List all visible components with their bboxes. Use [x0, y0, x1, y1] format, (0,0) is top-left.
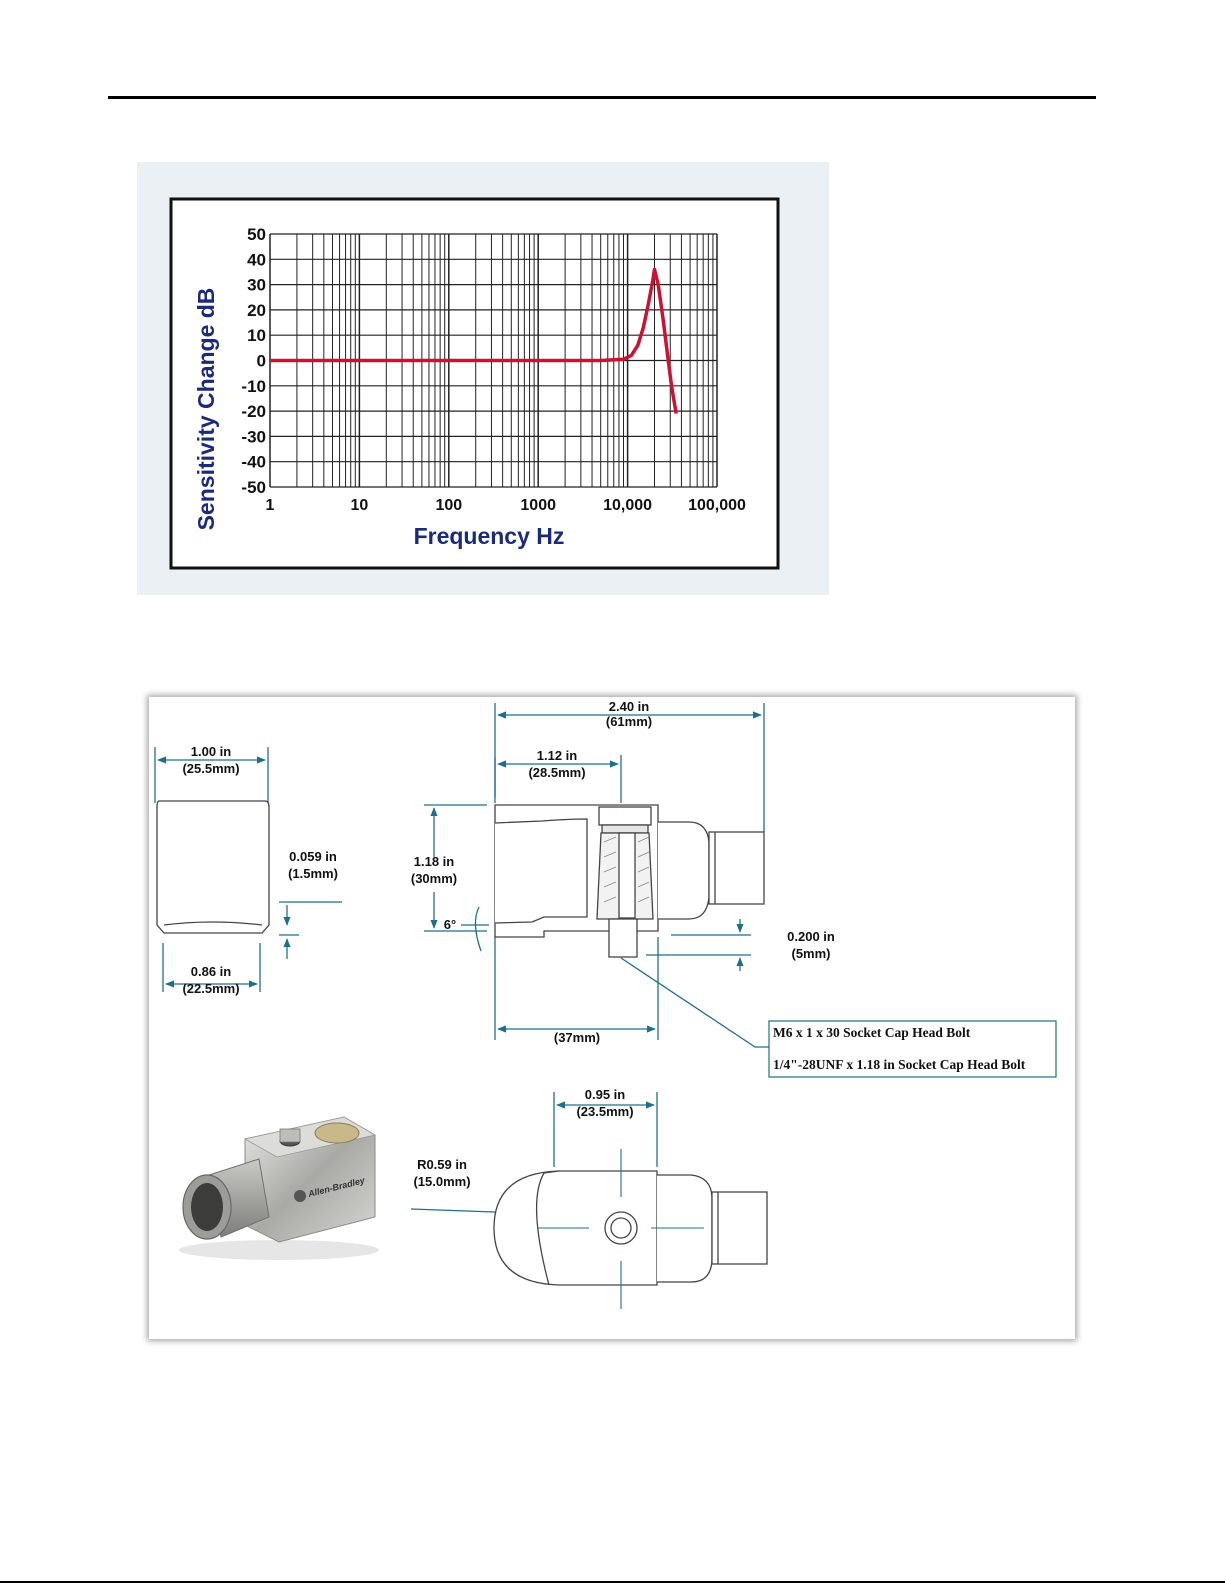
- dim-radius-mm: (15.0mm): [413, 1174, 470, 1189]
- x-tick-label: 1000: [520, 497, 556, 514]
- y-tick-label: -40: [241, 453, 266, 472]
- dim-overall-mm: (61mm): [606, 714, 652, 729]
- y-tick-label: -50: [241, 478, 266, 497]
- footer-rule: [0, 1581, 1225, 1583]
- x-tick-label: 10: [351, 497, 369, 514]
- dim-base-mm: (22.5mm): [182, 981, 239, 996]
- series-line-sensitivity: [270, 267, 678, 414]
- y-tick-label: 30: [247, 276, 266, 295]
- y-tick-label: 40: [247, 250, 266, 269]
- side-view-outline: [494, 804, 765, 958]
- y-tick-label: -10: [241, 377, 266, 396]
- y-tick-label: -20: [241, 402, 266, 421]
- header-rule: [108, 96, 1096, 99]
- dim-angle: 6°: [444, 917, 456, 932]
- dimension-lines: [154, 703, 769, 1221]
- y-axis-title: Sensitivity Change dB: [193, 288, 219, 531]
- y-tick-label: 10: [247, 326, 266, 345]
- dimension-labels: 2.40 in (61mm) 1.00 in (25.5mm) 1.12 in …: [182, 699, 834, 1189]
- bolt-imperial-label: 1/4"-28UNF x 1.18 in Socket Cap Head Bol…: [773, 1057, 1026, 1072]
- dim-center-in: 0.95 in: [585, 1087, 626, 1102]
- dim-width-in: 1.00 in: [191, 744, 232, 759]
- x-tick-label: 100: [435, 497, 462, 514]
- dim-height-in: 1.18 in: [414, 854, 455, 869]
- x-axis-title: Frequency Hz: [414, 523, 565, 549]
- dim-center-mm: (23.5mm): [576, 1104, 633, 1119]
- dim-bolt-in: 0.200 in: [787, 929, 835, 944]
- front-view-outline: [156, 800, 270, 934]
- dim-width-mm: (25.5mm): [182, 761, 239, 776]
- dim-half-mm: (28.5mm): [528, 765, 585, 780]
- x-tick-labels: 1 10 100 1000 10,000 100,000: [266, 497, 746, 514]
- dim-bolt-mm: (5mm): [791, 946, 830, 961]
- y-tick-label: 20: [247, 301, 266, 320]
- x-tick-label: 10,000: [603, 497, 652, 514]
- y-tick-labels: 50 40 30 20 10 0 -10 -20 -30 -40 -50: [241, 225, 266, 497]
- x-tick-label: 100,000: [688, 497, 746, 514]
- x-tick-label: 1: [266, 497, 275, 514]
- y-tick-label: 50: [247, 225, 266, 244]
- dim-radius-in: R0.59 in: [417, 1157, 467, 1172]
- bolt-metric-label: M6 x 1 x 30 Socket Cap Head Bolt: [773, 1025, 971, 1040]
- dim-overall-in: 2.40 in: [609, 699, 650, 714]
- chart-frame: [169, 197, 780, 570]
- y-tick-label: -30: [241, 427, 266, 446]
- side-view-hatch: [603, 836, 650, 903]
- dim-body-mm: (37mm): [554, 1030, 600, 1045]
- dim-base-in: 0.86 in: [191, 964, 232, 979]
- dim-height-mm: (30mm): [411, 871, 457, 886]
- dim-lip-in: 0.059 in: [289, 849, 337, 864]
- top-view-outline: [493, 1170, 768, 1286]
- dim-lip-mm: (1.5mm): [288, 866, 338, 881]
- y-tick-label: 0: [257, 352, 266, 371]
- dimension-drawing: M6 x 1 x 30 Socket Cap Head Bolt 1/4"-28…: [154, 699, 1057, 1309]
- sensor-photo: Allen-Bradley: [179, 1116, 379, 1260]
- top-view-centerlines: [537, 1149, 704, 1309]
- dimension-drawing-panel: M6 x 1 x 30 Socket Cap Head Bolt 1/4"-28…: [149, 697, 1075, 1339]
- dim-half-in: 1.12 in: [537, 748, 578, 763]
- bolt-callout-box: [768, 1020, 1057, 1078]
